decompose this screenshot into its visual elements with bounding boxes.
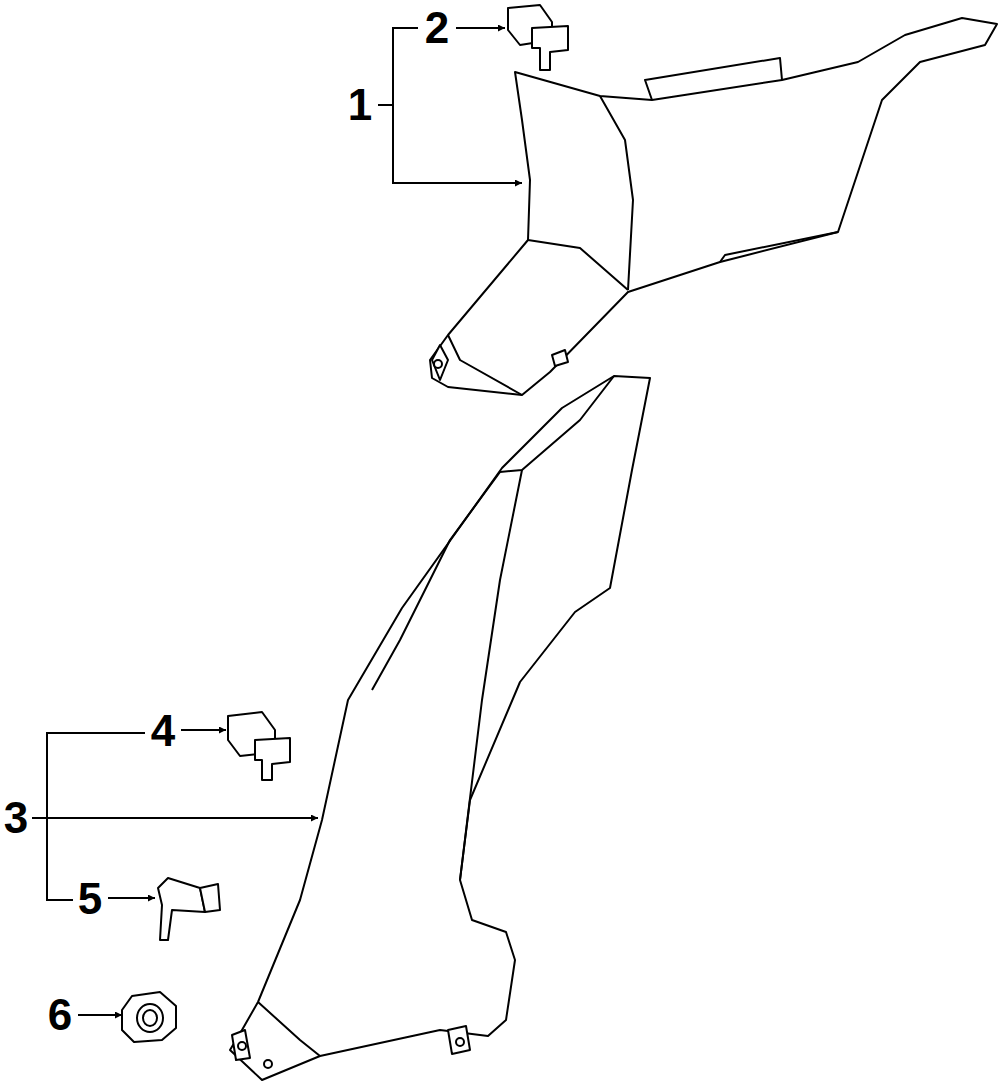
callout-number: 3 (4, 796, 28, 840)
callout-number: 5 (78, 877, 102, 921)
leader-lines (32, 28, 522, 1015)
upper-trim-panel (430, 18, 997, 395)
callout-number: 1 (348, 83, 372, 127)
callout-number: 4 (151, 709, 175, 753)
callout-number: 6 (48, 993, 72, 1037)
callout-number: 2 (425, 6, 449, 50)
lower-trim-panel (230, 376, 650, 1080)
